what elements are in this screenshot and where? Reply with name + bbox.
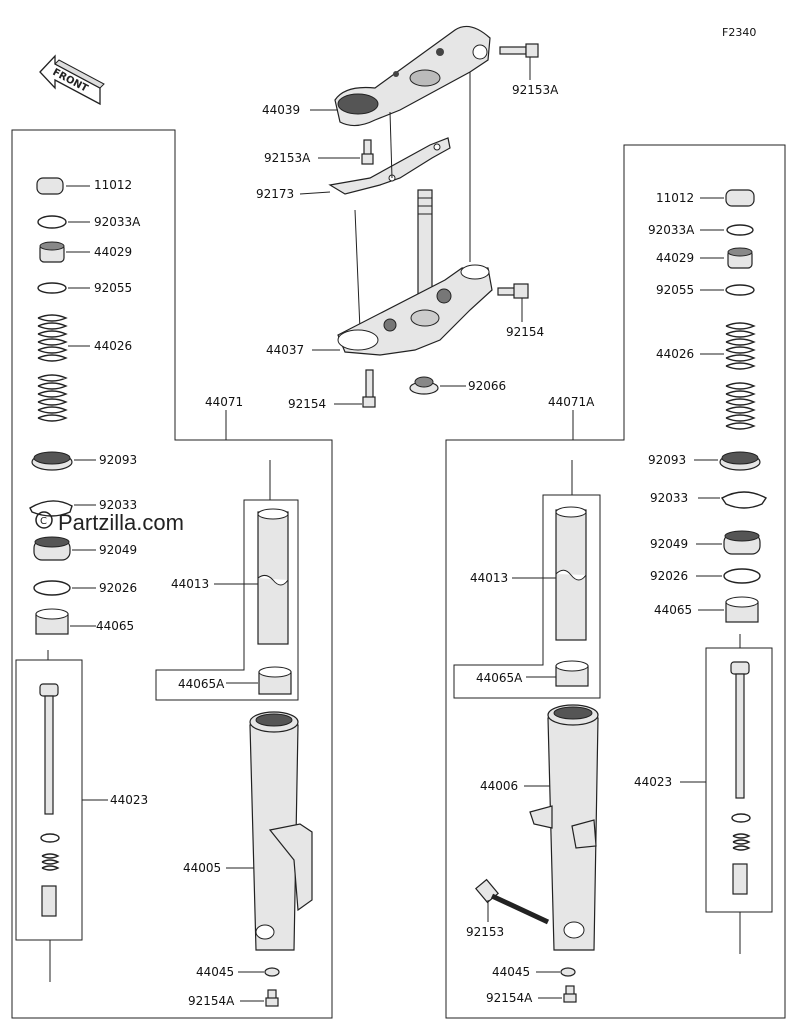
watermark-text: Partzilla.com [58,510,184,535]
label-right-44006: 44006 [480,779,518,793]
label-top-92066: 92066 [468,379,506,393]
label-left-44065: 44065 [96,619,134,633]
seal-92066 [409,376,439,395]
bolt-92154A-left [265,989,279,1007]
washer-44045-right [560,967,576,977]
ring-92026-right [723,568,761,584]
label-right-44023: 44023 [634,775,672,789]
seal-92049-left [33,536,71,561]
label-top-44039: 44039 [262,103,300,117]
front-arrow-icon: FRONT [39,54,105,106]
oring-92055-right [725,284,755,296]
label-left-44065A: 44065A [178,677,225,691]
label-top-92154-right: 92154 [506,325,544,339]
cap-44029-right [727,247,753,269]
damper-rod-44023-left [39,683,60,917]
bushing-44065-left [35,608,69,635]
label-right-92055: 92055 [656,283,694,297]
figure-code: F2340 [722,26,756,39]
label-right-92153: 92153 [466,925,504,939]
damper-rod-44023-right [730,661,751,895]
outer-tube-44005-left [249,711,313,951]
oring-92033A-right [726,224,754,236]
bolt-92153A-left [361,139,374,165]
oring-92033A-left [37,215,67,229]
copyright-icon [35,511,53,529]
label-right-92093: 92093 [648,453,686,467]
seal-92049-right [723,530,761,555]
cap-44029-left [39,241,65,263]
ring-92026-left [33,580,71,596]
label-right-assembly: 44071A [548,395,595,409]
cap-11012-left [36,177,64,195]
bushing-44065-right [725,596,759,623]
steering-stem-44037 [337,189,493,356]
label-left-44045: 44045 [196,965,234,979]
washer-44045-left [264,967,280,977]
clip-92033-right [720,491,768,509]
cap-11012-right [725,189,755,207]
label-right-92154A: 92154A [486,991,533,1005]
left-fork-frame [11,129,333,1019]
label-left-92055: 92055 [94,281,132,295]
label-left-assembly: 44071 [205,395,243,409]
bolt-92154A-right [563,985,577,1003]
bracket-92173 [328,137,451,195]
bolt-92154-right [497,283,529,299]
label-left-44023: 44023 [110,793,148,807]
outer-tube-44006-right [529,704,599,951]
right-fork-frame [445,144,786,1019]
label-top-92153A-left: 92153A [264,151,311,165]
label-right-44013: 44013 [470,571,508,585]
label-right-92033: 92033 [650,491,688,505]
spring-44026-left [37,314,68,422]
label-right-44065: 44065 [654,603,692,617]
label-left-92033: 92033 [99,498,137,512]
label-right-92049: 92049 [650,537,688,551]
damper-frame-right [705,647,773,913]
bushing-44065A-right [555,660,589,687]
label-left-44013: 44013 [171,577,209,591]
tube-frame-left [155,499,299,701]
clip-92033-left [29,500,73,517]
label-left-92154A: 92154A [188,994,235,1008]
label-left-44026: 44026 [94,339,132,353]
label-right-92033A: 92033A [648,223,695,237]
label-left-11012: 11012 [94,178,132,192]
label-top-44037: 44037 [266,343,304,357]
label-right-44065A: 44065A [476,671,523,685]
watermark: C Partzilla.com [35,510,184,535]
label-right-44029: 44029 [656,251,694,265]
upper-triple-clamp [334,25,491,127]
label-top-92173: 92173 [256,187,294,201]
oring-92055-left [37,282,67,294]
label-top-92153A-right: 92153A [512,83,559,97]
label-right-44045: 44045 [492,965,530,979]
svg-text:C: C [40,516,47,527]
label-left-44005: 44005 [183,861,221,875]
cap-92093-left [31,451,73,471]
spring-44026-right [725,322,756,430]
label-right-44026: 44026 [656,347,694,361]
label-left-92026: 92026 [99,581,137,595]
cap-92093-right [719,451,761,471]
label-right-92026: 92026 [650,569,688,583]
label-left-92049: 92049 [99,543,137,557]
bolt-92153A-right [499,43,539,58]
bushing-44065A-left [258,666,292,695]
label-right-11012: 11012 [656,191,694,205]
label-top-92154-bottom: 92154 [288,397,326,411]
inner-tube-44013-right [555,506,587,641]
bolt-92154-bottom [362,369,376,408]
damper-frame-left [15,659,83,941]
tube-frame-right [453,494,601,699]
label-left-44029: 44029 [94,245,132,259]
label-left-92093: 92093 [99,453,137,467]
bolt-92153-right [475,878,550,925]
label-left-92033A: 92033A [94,215,141,229]
inner-tube-44013-left [257,508,289,645]
